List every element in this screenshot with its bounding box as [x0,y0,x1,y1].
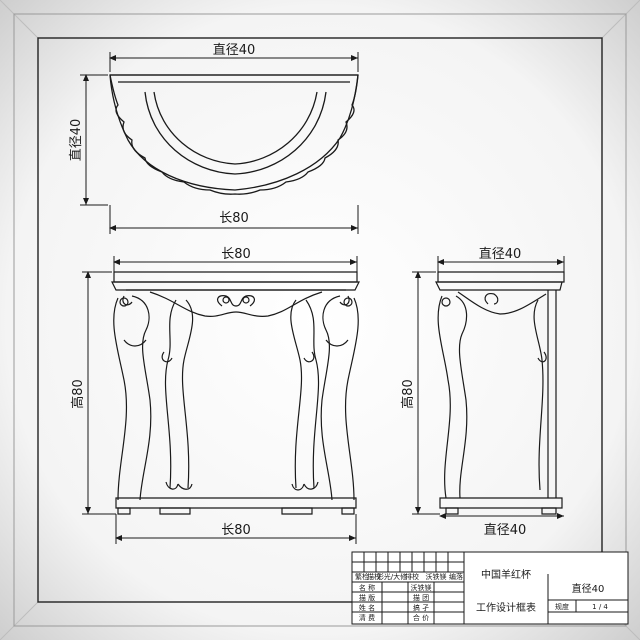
front-view-dimensions [82,256,358,544]
sheet-border [37,37,603,603]
top-view [109,74,359,195]
top-width-label: 直径40 [213,43,256,58]
side-height-label: 高80 [400,379,416,409]
header-cell-4: 排校 [405,572,419,581]
side-view-dimensions [412,256,565,519]
sheet-border-outer [13,13,627,627]
side-view [435,271,565,515]
header-cell-2: 描校 [367,572,381,581]
header-cell-3: 彩光/大修 [377,572,407,581]
row-2-left: 描 版 [359,593,375,602]
side-top-diameter-label: 直径40 [479,247,522,262]
title-block [351,551,629,625]
front-bottom-length-label: 长80 [221,523,251,538]
row-3-left: 姓 名 [359,603,375,612]
top-view-dimensions [80,52,359,234]
title-block-header-cells: 繁检 描校 彩光/大修 排校 沃铁镁 编落 [355,572,463,581]
row-4-left: 清 费 [359,613,375,622]
title-block-rows: 名 称 沃铁镁 描 版 描 团 姓 名 搞 孑 清 费 合 价 [359,583,432,622]
header-cell-5: 沃铁镁 [426,572,447,581]
header-cell-6: 编落 [449,572,463,581]
row-3-mid: 搞 孑 [413,603,429,612]
front-view [111,271,360,515]
front-top-length-label: 长80 [221,247,251,262]
page-label: 1 / 4 [592,603,608,611]
side-bottom-diameter-label: 直径40 [484,523,527,538]
product-name: 中国羊红杯 [481,568,531,581]
top-height-label: 直径40 [69,119,84,162]
front-height-label: 高80 [70,379,86,409]
top-length-label: 长80 [219,211,249,226]
row-1-left: 名 称 [359,583,375,592]
title-block-subtitle: 工作设计框表 [476,601,536,614]
row-4-mid: 合 价 [413,613,429,622]
scale-label: 规度 [555,602,569,611]
row-2-mid: 描 团 [413,593,429,602]
header-cell-1: 繁检 [355,572,369,581]
size-label: 直径40 [572,582,605,595]
row-1-mid: 沃铁镁 [411,583,432,592]
